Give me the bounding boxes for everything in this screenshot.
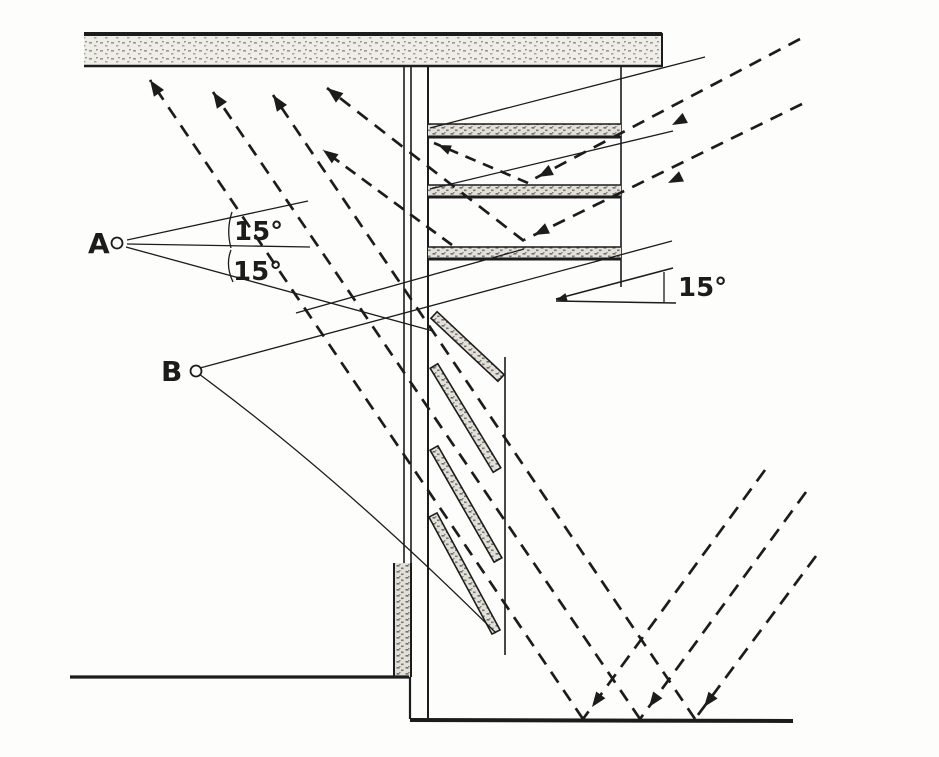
angle-a-upper-label: 15° [234, 217, 283, 247]
angle-arc-a-lower [227, 249, 234, 283]
louver-3 [428, 247, 621, 259]
observer-a-label: A [88, 227, 110, 260]
ray-arrowhead [323, 150, 339, 164]
sun-ray-to-ground-3 [693, 555, 818, 720]
ground-bounce-ray-3 [271, 94, 697, 720]
ray-arrowhead [213, 92, 227, 109]
ray-arrowhead [438, 145, 452, 155]
tilted-slat-3 [429, 444, 503, 564]
sun-ray-to-louver3 [523, 102, 803, 242]
sill-wall [394, 563, 411, 677]
angle-louver-label: 15° [678, 273, 727, 303]
ground-bounce-ray-2 [211, 91, 642, 720]
reflected-ray-louver3-to-ceiling [326, 86, 525, 243]
ray-arrowhead [150, 80, 164, 97]
sight-a-horizontal [126, 243, 311, 248]
cutoff-line-to-louver3 [295, 248, 525, 314]
sight-b-lower [198, 373, 497, 634]
tilted-slat-2 [429, 362, 502, 474]
louver-angle-baseline [555, 300, 677, 304]
louver-1 [428, 124, 621, 137]
louver-2 [428, 185, 621, 197]
ray-arrowhead [649, 691, 663, 707]
sun-ray-to-louver2 [527, 37, 801, 184]
cutoff-line-bay2 [429, 130, 674, 190]
ray-arrowhead [672, 112, 688, 125]
reflected-ray-slat-to-ceiling [322, 148, 453, 247]
louver-angle-hypotenuse [555, 267, 674, 300]
ceiling-slab [84, 33, 662, 67]
sight-a-upper [126, 200, 309, 241]
observer-b-marker [189, 364, 203, 378]
observer-a-marker [110, 236, 124, 250]
exterior-ground-line [409, 718, 794, 723]
ray-arrowhead [704, 691, 718, 707]
cutoff-line-bay1 [429, 56, 706, 129]
ray-arrowhead [273, 95, 287, 112]
ray-arrowhead [327, 88, 344, 103]
ray-arrowhead [534, 223, 550, 235]
sun-ray-to-ground-2 [638, 491, 808, 720]
angle-arc-a-upper [228, 211, 233, 249]
angle-a-lower-label: 15° [233, 257, 282, 287]
sun-ray-to-ground-1 [581, 469, 767, 720]
observer-b-label: B [161, 355, 182, 388]
ray-arrowhead [668, 171, 684, 183]
tilted-slat-1 [429, 310, 506, 383]
ray-arrowhead [538, 164, 554, 177]
sight-b-upper [199, 240, 673, 369]
ground-bounce-ray-1 [148, 79, 585, 720]
angle-vertex-arrowhead [556, 293, 568, 302]
ray-arrowhead [592, 691, 606, 707]
sight-a-lower [125, 246, 434, 332]
tilted-slat-4 [427, 511, 502, 636]
